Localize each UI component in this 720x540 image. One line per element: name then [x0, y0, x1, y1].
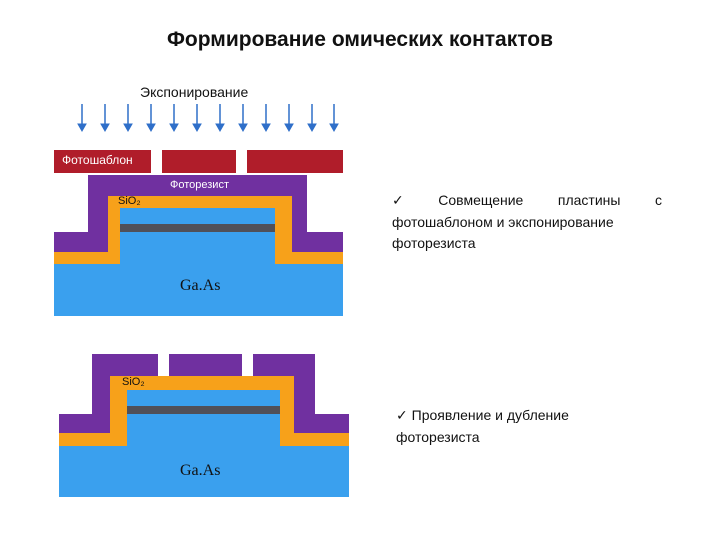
step1-word3: с: [654, 192, 662, 208]
top-photomask-right: [247, 150, 343, 173]
bottom-photoresist-middle: [169, 354, 242, 376]
step1-line3: фоторезиста: [392, 235, 476, 251]
top-photomask-middle: [162, 150, 236, 173]
arrow-10: [284, 104, 294, 133]
top-photomask-left: [54, 150, 151, 173]
step2-text1: Проявление и дубление: [411, 407, 569, 423]
step2-note: ✓ Проявление и дубление фоторезиста: [396, 405, 656, 448]
photomask-label: Фотошаблон: [62, 153, 133, 167]
exposure-label: Экспонирование: [140, 84, 249, 100]
arrow-6: [192, 104, 202, 133]
bottom-sio2-label: SiO₂: [122, 376, 145, 388]
step1-word1: Совмещение: [438, 192, 524, 208]
check-mark-icon: ✓: [396, 408, 408, 424]
arrow-4: [146, 104, 156, 133]
bottom-photoresist-left: [59, 354, 158, 433]
top-gaas-label: Ga.As: [180, 277, 221, 294]
photoresist-label: Фоторезист: [170, 179, 229, 191]
top-sio2-label: SiO₂: [118, 195, 141, 207]
arrow-2: [100, 104, 110, 133]
top-metal-layer: [120, 224, 275, 232]
top-diagram: [54, 150, 343, 316]
bottom-metal-layer: [127, 406, 280, 414]
bottom-diagram: [59, 354, 349, 497]
arrow-9: [261, 104, 271, 133]
page-title: Формирование омических контактов: [167, 28, 553, 51]
step1-line2: фотошаблоном и экспонирование: [392, 214, 614, 230]
arrow-1: [77, 104, 87, 133]
check-mark-icon: ✓: [392, 193, 404, 209]
arrow-12: [329, 104, 339, 133]
step2-line1: ✓ Проявление и дубление: [396, 405, 656, 427]
bottom-gaas-label: Ga.As: [180, 462, 221, 479]
step1-word2: пластины: [557, 192, 621, 208]
step1-line1: ✓ Совмещение пластины с: [392, 190, 662, 212]
bottom-gaas-substrate: [59, 390, 349, 497]
arrow-5: [169, 104, 179, 133]
arrow-7: [215, 104, 225, 133]
arrow-11: [307, 104, 317, 133]
step1-note: ✓ Совмещение пластины с фотошаблоном и э…: [392, 190, 662, 254]
arrow-3: [123, 104, 133, 133]
step2-line2: фоторезиста: [396, 429, 480, 445]
top-gaas-substrate: [54, 208, 343, 316]
arrow-8: [238, 104, 248, 133]
exposure-arrows: [77, 104, 339, 133]
bottom-photoresist-right: [253, 354, 349, 433]
